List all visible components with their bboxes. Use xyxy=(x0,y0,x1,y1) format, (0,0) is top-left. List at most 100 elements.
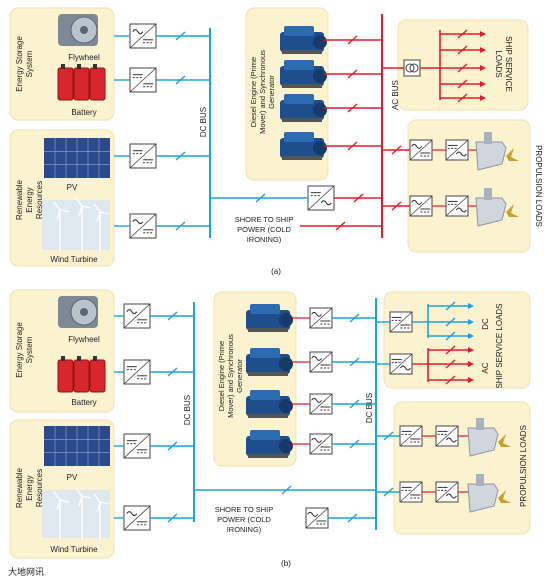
converter-icon xyxy=(389,353,413,375)
shore-label-a-line: SHORE TO SHIP xyxy=(235,215,294,224)
converter-icon xyxy=(305,507,329,529)
diesel-panel-b xyxy=(213,291,297,467)
converter-icon xyxy=(309,351,333,373)
dc-label-b: DC xyxy=(481,318,490,330)
turbine-blade xyxy=(59,209,70,213)
ac-symbol xyxy=(307,511,319,517)
propulsion-motor-icon xyxy=(475,188,519,227)
turbine-blade xyxy=(99,211,110,215)
converter-diagonal xyxy=(309,307,333,329)
feeder-switch xyxy=(175,75,186,85)
ac-symbol xyxy=(445,493,457,499)
converter-diagonal xyxy=(307,185,335,211)
load-arrow-icon xyxy=(468,377,474,383)
load-arrow-icon xyxy=(468,361,474,367)
engine-generator-icon xyxy=(280,60,327,88)
flywheel-icon xyxy=(58,296,98,328)
diesel-label-a-line: Generator xyxy=(267,75,276,109)
engine-top xyxy=(250,304,280,314)
propeller-icon xyxy=(506,204,519,217)
propulsion-motor-icon xyxy=(475,132,519,171)
dc-bus-label-b-right: DC BUS xyxy=(365,393,374,423)
battery-terminal xyxy=(93,356,97,361)
pv-panel-icon xyxy=(44,138,110,178)
load-switch xyxy=(445,331,456,341)
dc-bus-label-b-left-line: DC BUS xyxy=(183,395,192,425)
engine-top xyxy=(284,60,314,70)
renewable-label-a-line: Resources xyxy=(35,181,44,219)
converter-diagonal xyxy=(309,351,333,373)
energy-storage-label-b-line: Energy Storage xyxy=(15,322,24,378)
turbine-blade xyxy=(75,487,83,497)
battery-terminal xyxy=(77,64,81,69)
generator-icon xyxy=(313,141,327,155)
converter-icon xyxy=(399,481,423,503)
ac-label-b: AC xyxy=(481,362,490,373)
ac-symbol xyxy=(411,143,423,149)
battery-cell xyxy=(89,67,106,101)
motor-pod xyxy=(475,197,507,227)
flywheel-label-a: Flywheel xyxy=(68,53,100,62)
generator-switch xyxy=(347,69,358,79)
inverter-ac-switch xyxy=(353,193,364,203)
generator-switch xyxy=(347,103,358,113)
energy-storage-label-a-line: Energy Storage xyxy=(15,36,24,92)
converter-icon xyxy=(129,23,157,49)
converter-diagonal xyxy=(129,143,157,169)
renewable-label-b-line: Energy xyxy=(25,475,34,500)
feeder-switch xyxy=(175,31,186,41)
load-switch xyxy=(445,359,456,369)
engine-base xyxy=(282,156,322,160)
wind-turbine-icon xyxy=(42,197,110,250)
battery-terminal xyxy=(61,64,65,69)
converter-diagonal xyxy=(435,425,459,447)
ac-symbol xyxy=(132,219,144,225)
load-switch xyxy=(457,63,468,73)
caption-a: (a) xyxy=(271,267,281,276)
ac-bus-label-a: AC BUS xyxy=(391,80,400,110)
turbine-blade xyxy=(99,501,110,505)
watermark: 大地网讯 xyxy=(8,566,44,577)
feeder-switch xyxy=(167,311,178,321)
battery-cell xyxy=(89,359,106,393)
propulsion-switch xyxy=(383,487,394,497)
converter-icon xyxy=(399,425,423,447)
converter-icon xyxy=(409,139,433,161)
turbine-blade xyxy=(59,499,70,503)
ac-symbol xyxy=(311,355,323,361)
generator-switch xyxy=(349,357,360,367)
generator-switch xyxy=(347,141,358,151)
converter-diagonal xyxy=(123,433,151,459)
ac-symbol xyxy=(311,437,323,443)
converter-diagonal xyxy=(123,505,151,531)
dc-bus-label-b-right-line: DC BUS xyxy=(365,393,374,423)
engine-body xyxy=(280,100,324,120)
engine-body xyxy=(280,138,324,158)
battery-terminal xyxy=(77,356,81,361)
converter-diagonal xyxy=(399,425,423,447)
diesel-label-b-line: Generator xyxy=(235,359,244,393)
engine-generator-icon xyxy=(246,390,293,418)
energy-storage-label-a-line: System xyxy=(25,50,34,77)
ac-symbol xyxy=(320,200,332,206)
feeder-switch xyxy=(167,441,178,451)
turbine-blade xyxy=(96,501,101,513)
propulsion-motor-icon xyxy=(467,474,511,513)
converter-icon xyxy=(389,311,413,333)
generator-switch xyxy=(349,439,360,449)
transformer-coil xyxy=(409,63,419,73)
converter-icon xyxy=(435,425,459,447)
generator-icon xyxy=(313,103,327,117)
diesel-label-b-line: Mover) and Synchronous xyxy=(226,334,235,418)
battery-label-b: Battery xyxy=(71,398,96,407)
engine-base xyxy=(282,50,322,54)
converter-icon xyxy=(445,139,469,161)
engine-generator-icon xyxy=(280,132,327,160)
ac-symbol xyxy=(455,151,467,157)
